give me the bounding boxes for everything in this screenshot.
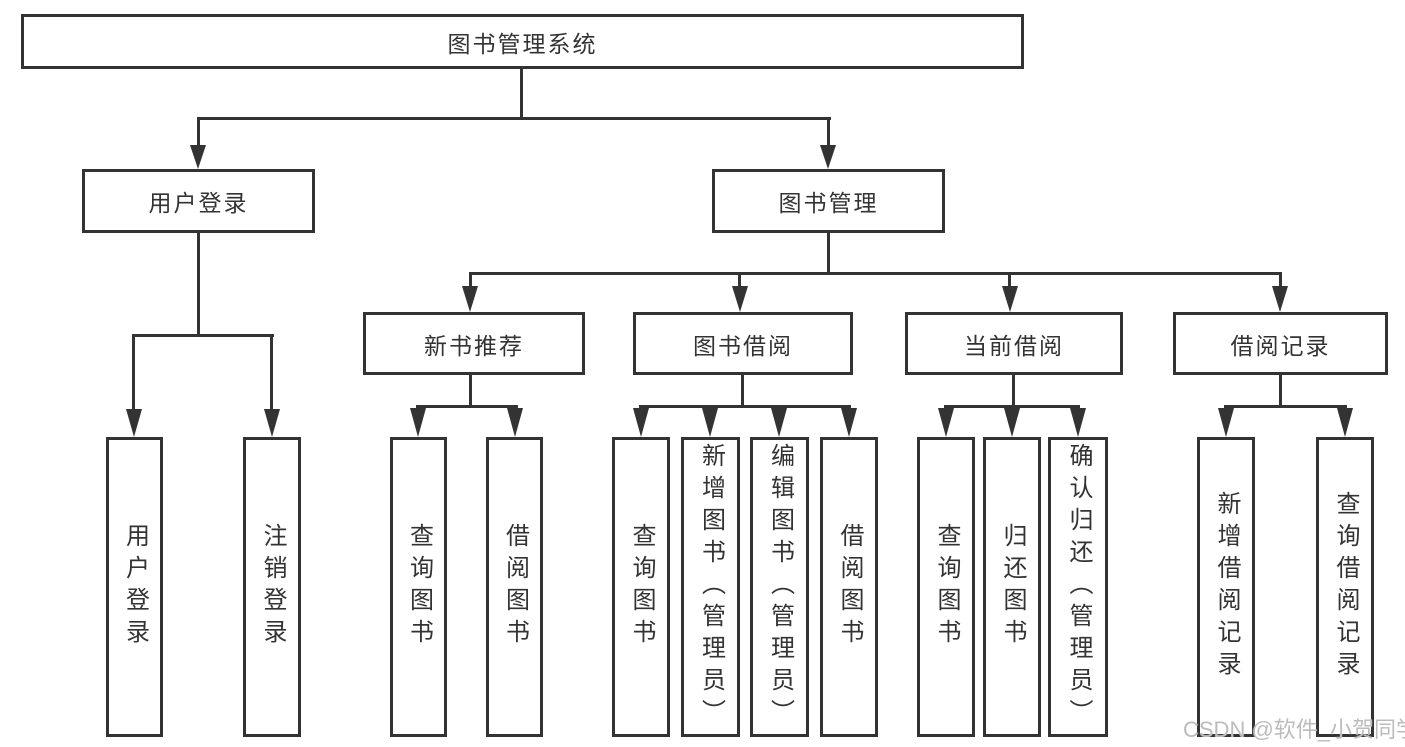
connector-line <box>270 334 273 412</box>
arrowhead-down-icon <box>841 408 857 437</box>
leaf-bb-edit-book: 编辑图书（管理员） <box>750 437 809 737</box>
node-book-borrow: 图书借阅 <box>633 312 853 375</box>
node-current-borrow-label: 当前借阅 <box>964 332 1064 359</box>
node-new-book-recommend-label: 新书推荐 <box>424 332 524 359</box>
leaf-logout-label: 注销登录 <box>259 523 286 651</box>
leaf-nb-query-book-label: 查询图书 <box>405 523 433 651</box>
connector-line <box>741 375 744 408</box>
node-book-borrow-label: 图书借阅 <box>693 332 793 359</box>
connector-line <box>944 405 1080 408</box>
connector-line <box>1008 272 1011 290</box>
connector-line <box>827 117 830 147</box>
connector-line <box>1279 375 1282 408</box>
arrowhead-down-icon <box>190 145 206 169</box>
node-user-login: 用户登录 <box>82 169 315 233</box>
arrowhead-down-icon <box>938 408 954 437</box>
connector-line <box>469 272 1282 275</box>
arrowhead-down-icon <box>1070 408 1086 437</box>
connector-line <box>197 117 831 120</box>
connector-line <box>469 272 472 290</box>
connector-line <box>197 233 200 337</box>
connector-line <box>1279 272 1282 290</box>
leaf-bb-borrow-book: 借阅图书 <box>820 437 878 737</box>
connector-line <box>416 405 518 408</box>
node-root-label: 图书管理系统 <box>447 30 598 57</box>
leaf-cb-return-book: 归还图书 <box>983 437 1041 737</box>
leaf-user-login: 用户登录 <box>106 437 163 737</box>
node-book-management-label: 图书管理 <box>778 190 879 216</box>
leaf-br-add-record-label: 新增借阅记录 <box>1213 491 1240 683</box>
arrowhead-down-icon <box>1004 408 1020 437</box>
arrowhead-down-icon <box>771 408 787 437</box>
connector-line <box>1012 375 1015 408</box>
arrowhead-down-icon <box>1337 408 1353 437</box>
node-borrow-records-label: 借阅记录 <box>1230 332 1331 359</box>
leaf-br-add-record: 新增借阅记录 <box>1197 437 1255 737</box>
leaf-nb-borrow-book-label: 借阅图书 <box>501 523 529 651</box>
leaf-cb-return-book-label: 归还图书 <box>999 523 1026 651</box>
connector-line <box>1224 405 1347 408</box>
connector-line <box>469 375 472 408</box>
arrowhead-down-icon <box>732 286 748 312</box>
leaf-cb-query-book: 查询图书 <box>917 437 975 737</box>
arrowhead-down-icon <box>1218 408 1234 437</box>
leaf-bb-edit-book-label: 编辑图书（管理员） <box>766 443 794 731</box>
leaf-bb-add-book-label: 新增图书（管理员） <box>697 443 725 731</box>
leaf-bb-add-book: 新增图书（管理员） <box>681 437 740 737</box>
leaf-logout: 注销登录 <box>243 437 301 737</box>
node-root: 图书管理系统 <box>21 14 1024 69</box>
leaf-user-login-label: 用户登录 <box>121 523 149 651</box>
leaf-cb-confirm-return: 确认归还（管理员） <box>1048 437 1108 737</box>
arrowhead-down-icon <box>702 408 718 437</box>
connector-line <box>827 233 830 275</box>
arrowhead-down-icon <box>126 409 142 437</box>
leaf-nb-query-book: 查询图书 <box>390 437 447 737</box>
connector-line <box>639 405 851 408</box>
leaf-bb-query-book-label: 查询图书 <box>628 523 655 651</box>
arrowhead-down-icon <box>264 409 280 437</box>
leaf-nb-borrow-book: 借阅图书 <box>486 437 543 737</box>
node-new-book-recommend: 新书推荐 <box>363 312 585 375</box>
arrowhead-down-icon <box>633 408 649 437</box>
node-user-login-label: 用户登录 <box>148 190 249 216</box>
arrowhead-down-icon <box>507 408 523 437</box>
node-borrow-records: 借阅记录 <box>1173 312 1388 375</box>
arrowhead-down-icon <box>1272 286 1288 312</box>
csdn-watermark: CSDN @软件_小贺同学 <box>1183 717 1405 742</box>
arrowhead-down-icon <box>410 408 426 437</box>
leaf-cb-query-book-label: 查询图书 <box>933 523 960 651</box>
connector-line <box>132 334 135 412</box>
arrowhead-down-icon <box>820 145 836 169</box>
connector-line <box>197 117 200 147</box>
arrowhead-down-icon <box>462 286 478 312</box>
node-book-management: 图书管理 <box>712 169 945 233</box>
leaf-br-query-record-label: 查询借阅记录 <box>1332 491 1359 683</box>
arrowhead-down-icon <box>1002 286 1018 312</box>
leaf-bb-borrow-book-label: 借阅图书 <box>836 523 863 651</box>
node-current-borrow: 当前借阅 <box>905 312 1123 375</box>
leaf-bb-query-book: 查询图书 <box>612 437 670 737</box>
connector-line <box>520 69 523 118</box>
leaf-cb-confirm-return-label: 确认归还（管理员） <box>1065 443 1092 731</box>
connector-line <box>132 334 274 337</box>
connector-line <box>738 272 741 290</box>
leaf-br-query-record: 查询借阅记录 <box>1316 437 1374 737</box>
